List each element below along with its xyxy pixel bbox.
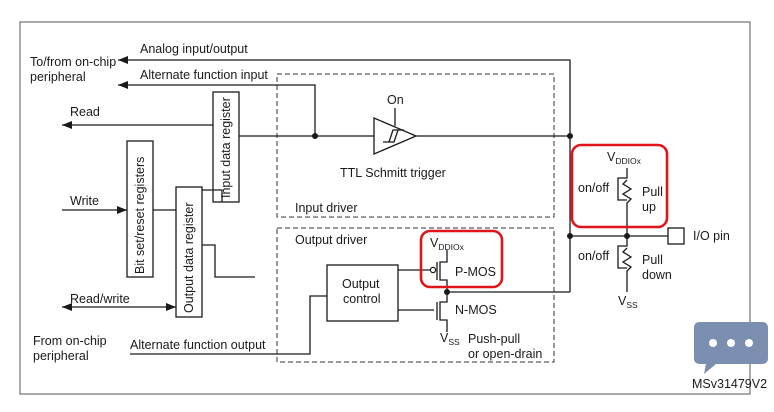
read-arrow	[62, 121, 72, 129]
pull-up-resistor	[617, 168, 633, 236]
from-peripheral-label-2: peripheral	[33, 349, 89, 363]
junction-dot	[444, 289, 450, 295]
analog-io-arrow	[118, 56, 128, 64]
io-pin-pad	[667, 227, 685, 245]
io-pin-label: I/O pin	[693, 229, 730, 243]
read-write-label: Read/write	[70, 292, 130, 306]
input-driver-region	[276, 73, 555, 218]
bit-set-reset-box	[126, 140, 154, 278]
odr-to-input-reg-wire	[202, 189, 223, 202]
pmos-symbol	[436, 250, 570, 293]
output-control-label-2: control	[343, 292, 381, 306]
on-label: On	[387, 93, 404, 107]
vss-pulldown-label: VSS	[618, 294, 638, 310]
chat-bubble-icon	[694, 322, 768, 374]
pull-up-label-2: up	[642, 200, 656, 214]
vdd-pullup-label: VDDIOx	[607, 150, 642, 166]
pull-down-resistor	[617, 236, 633, 292]
schmitt-trigger-symbol	[373, 117, 418, 155]
output-data-register-label: Output data register	[182, 203, 196, 313]
write-arrow	[117, 206, 127, 214]
ref-code: MSv31479V2	[692, 377, 767, 391]
n-mos-label: N-MOS	[455, 303, 497, 317]
pull-down-switch-label: on/off	[578, 249, 610, 263]
nmos-symbol	[436, 292, 448, 332]
write-label: Write	[70, 194, 99, 208]
input-driver-label: Input driver	[295, 201, 358, 215]
schmitt-hysteresis-icon	[383, 129, 404, 143]
push-pull-label-2: or open-drain	[468, 347, 542, 361]
odr-to-output-control-wire	[202, 244, 255, 278]
diagram-frame	[19, 21, 751, 395]
input-data-register-label: Input data register	[219, 97, 233, 198]
junction-dot	[312, 133, 318, 139]
analog-io-label: Analog input/output	[140, 42, 248, 56]
pull-up-switch-label: on/off	[578, 181, 610, 195]
read-write-arrow-left	[62, 303, 72, 311]
read-label: Read	[70, 105, 100, 119]
pmos-gate-bubble	[429, 266, 437, 274]
push-pull-label: Push-pull	[468, 332, 520, 346]
to-from-peripheral-label: To/from on-chip	[30, 55, 116, 69]
vss-nmos-label: VSS	[440, 331, 460, 347]
pmos-highlight	[419, 229, 504, 289]
alt-fn-input-label: Alternate function input	[140, 68, 268, 82]
pull-up-highlight	[570, 143, 669, 229]
p-mos-label: P-MOS	[455, 265, 496, 279]
pull-down-label-2: down	[642, 268, 672, 282]
junction-dot	[567, 233, 573, 239]
pull-down-label: Pull	[642, 253, 663, 267]
alt-fn-output-wire	[130, 295, 327, 355]
read-write-arrow-right	[166, 303, 176, 311]
ttl-schmitt-label: TTL Schmitt trigger	[340, 166, 446, 180]
analog-io-wire	[118, 59, 571, 236]
from-peripheral-label: From on-chip	[33, 334, 107, 348]
pull-up-label: Pull	[642, 185, 663, 199]
alt-fn-input-wire	[118, 84, 316, 136]
junction-dot	[567, 133, 573, 139]
vdd-pmos-label: VDDIOx	[430, 236, 465, 252]
to-from-peripheral-label-2: peripheral	[30, 70, 86, 84]
alt-fn-input-arrow	[118, 81, 128, 89]
output-control-box	[326, 264, 399, 322]
input-data-register-box	[212, 91, 240, 203]
output-driver-region	[276, 227, 555, 363]
output-data-register-box	[175, 186, 203, 318]
alt-fn-output-label: Alternate function output	[130, 338, 266, 352]
output-control-label: Output	[342, 277, 380, 291]
bit-set-reset-label: Bit set/reset registers	[133, 157, 147, 274]
junction-dot	[624, 233, 630, 239]
output-driver-label: Output driver	[295, 233, 367, 247]
